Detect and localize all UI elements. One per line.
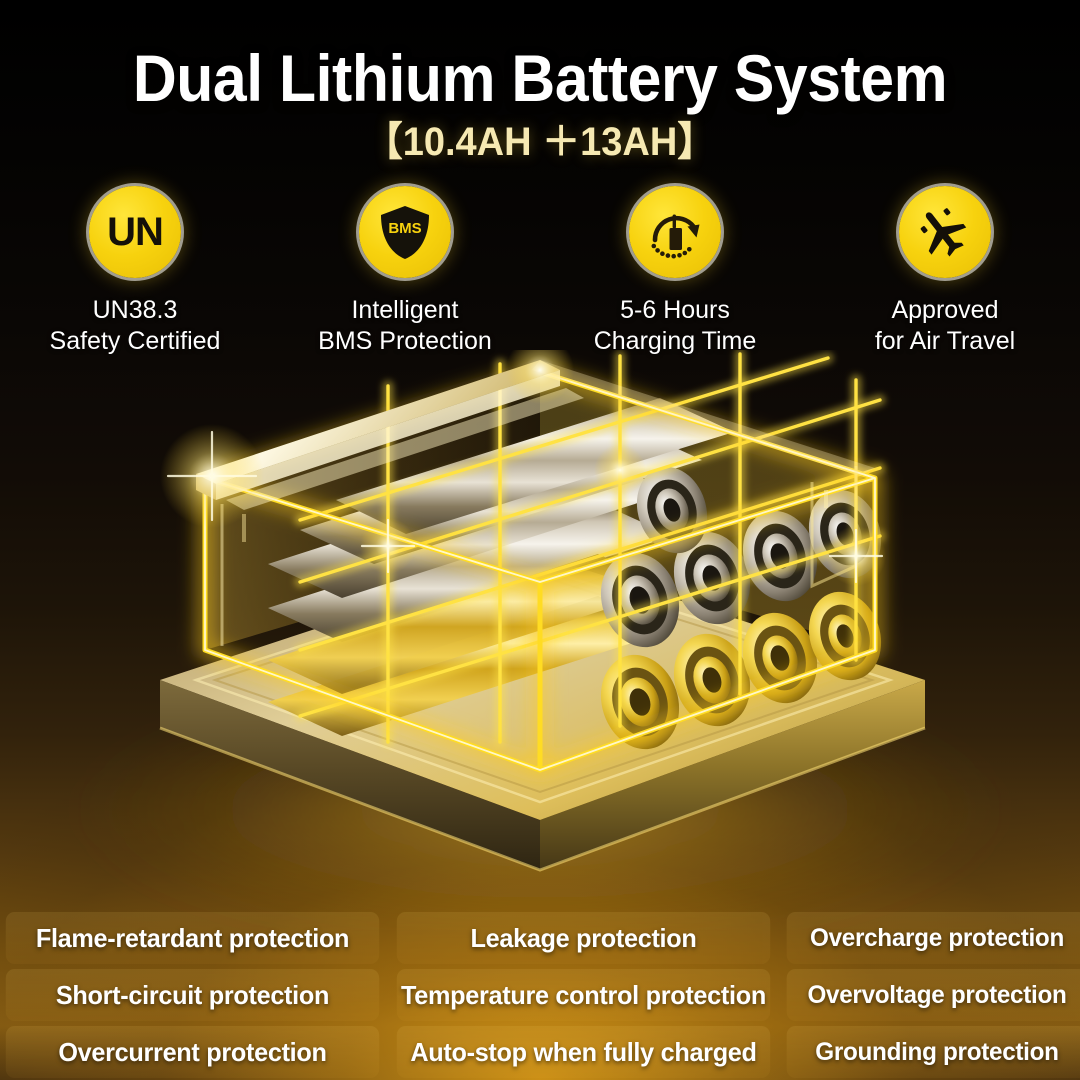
feature-air-travel: Approved for Air Travel xyxy=(810,186,1080,357)
svg-text:BMS: BMS xyxy=(388,220,421,237)
protection-feature-grid: Flame-retardant protection Leakage prote… xyxy=(0,912,1080,1080)
sparkle-highlights xyxy=(160,350,886,586)
feature-bms-protection: BMS Intelligent BMS Protection xyxy=(270,186,540,357)
capacity-subtitle: 【10.4AH ＋13AH】 xyxy=(364,120,716,164)
protection-cell: Overcurrent protection xyxy=(5,1026,380,1078)
airplane-icon xyxy=(899,186,991,278)
feature-label-un: UN38.3 Safety Certified xyxy=(50,295,221,357)
page-title: Dual Lithium Battery System xyxy=(132,41,948,115)
feature-label-bms-line2: BMS Protection xyxy=(318,327,492,355)
protection-cell: Overvoltage protection xyxy=(786,969,1080,1021)
feature-label-air-travel-line1: Approved xyxy=(891,296,999,324)
charging-time-icon xyxy=(629,186,721,278)
protection-cell: Auto-stop when fully charged xyxy=(396,1026,771,1078)
feature-label-air-travel-line2: for Air Travel xyxy=(874,327,1016,355)
protection-cell: Temperature control protection xyxy=(396,969,771,1021)
protection-cell: Leakage protection xyxy=(396,912,771,964)
feature-label-un-line1: UN38.3 xyxy=(92,296,178,324)
feature-label-bms: Intelligent BMS Protection xyxy=(318,295,492,357)
protection-cell: Short-circuit protection xyxy=(5,969,380,1021)
protection-cell: Flame-retardant protection xyxy=(5,912,380,964)
lithium-battery-pack-render xyxy=(0,350,1080,930)
housing-side-panel xyxy=(220,504,246,646)
feature-label-charging: 5-6 Hours Charging Time xyxy=(594,295,757,357)
feature-label-air-travel: Approved for Air Travel xyxy=(875,295,1015,357)
feature-label-un-line2: Safety Certified xyxy=(49,327,221,355)
bms-shield-icon: BMS xyxy=(359,186,451,278)
un-icon-label: UN xyxy=(107,210,164,254)
housing-lid xyxy=(196,360,875,510)
feature-label-charging-line2: Charging Time xyxy=(593,327,757,355)
protection-cell: Overcharge protection xyxy=(786,912,1080,964)
protection-cell: Grounding protection xyxy=(786,1026,1080,1078)
un-certification-icon: UN xyxy=(89,186,181,278)
feature-label-bms-line1: Intelligent xyxy=(351,296,459,324)
feature-un-certification: UN UN38.3 Safety Certified xyxy=(0,186,270,357)
feature-badge-row: UN UN38.3 Safety Certified BMS Intellige… xyxy=(0,186,1080,357)
feature-charging-time: 5-6 Hours Charging Time xyxy=(540,186,810,357)
feature-label-charging-line1: 5-6 Hours xyxy=(620,296,730,324)
